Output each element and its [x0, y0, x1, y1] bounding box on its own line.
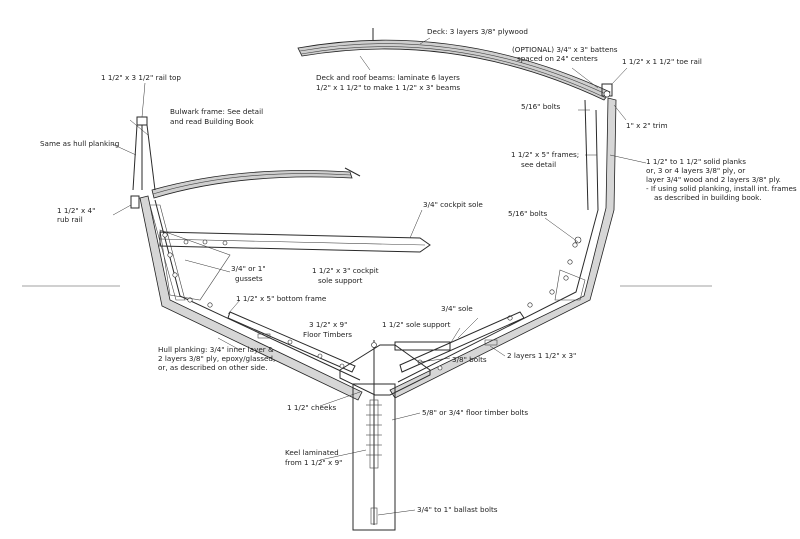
label-floor-timbers-2: Floor Timbers — [303, 330, 352, 339]
label-sole: 3/4" sole — [441, 304, 473, 313]
label-sole-support: 1 1/2" sole support — [382, 320, 451, 329]
rub-rail — [130, 195, 140, 209]
label-toe-rail: 1 1/2" x 1 1/2" toe rail — [622, 57, 702, 66]
label-cockpit-support-1: 1 1/2" x 3" cockpit — [312, 266, 379, 275]
label-gussets-1: 3/4" or 1" — [231, 264, 266, 273]
label-planks-2: or, 3 or 4 layers 3/8" ply, or — [646, 166, 745, 175]
label-rub-rail-1: 1 1/2" x 4" — [57, 206, 95, 215]
label-cockpit-sole: 3/4" cockpit sole — [423, 200, 483, 209]
label-battens-2: spaced on 24" centers — [517, 54, 598, 63]
label-trim: 1" x 2" trim — [626, 121, 668, 130]
bottom-frame-left — [227, 311, 356, 373]
keel — [352, 340, 396, 531]
label-layers: 2 layers 1 1/2" x 3" — [507, 351, 576, 360]
label-bolts-38: 3/8" bolts — [452, 355, 487, 364]
label-keel-2: from 1 1/2" x 9" — [285, 458, 342, 467]
label-planks-3: layer 3/4" wood and 2 layers 3/8" ply. — [646, 175, 781, 184]
frame-left — [149, 204, 213, 308]
label-gussets-2: gussets — [235, 274, 263, 283]
label-hull-planking-2: 2 layers 3/8" ply, epoxy/glassed, — [158, 354, 275, 363]
label-planks-1: 1 1/2" to 1 1/2" solid planks — [646, 157, 746, 166]
label-deck-beams-2: 1/2" x 1 1/2" to make 1 1/2" x 3" beams — [316, 83, 460, 92]
label-floor-bolts: 5/8" or 3/4" floor timber bolts — [422, 408, 528, 417]
label-frames-1: 1 1/2" x 5" frames; — [511, 150, 579, 159]
toe-rail — [601, 83, 613, 98]
label-keel-1: Keel laminated — [285, 448, 339, 457]
main-deck — [297, 28, 611, 101]
label-same-as-hull: Same as hull planking — [40, 139, 119, 148]
label-bulwark-1: Bulwark frame: See detail — [170, 107, 263, 116]
cockpit-deck — [151, 167, 361, 199]
floor-timber — [339, 344, 431, 396]
frame-right — [507, 236, 586, 321]
leader-lines — [111, 37, 647, 516]
label-rail-top: 1 1/2" x 3 1/2" rail top — [101, 73, 181, 82]
label-frames-2: see detail — [521, 160, 556, 169]
label-hull-planking-1: Hull planking: 3/4" inner layer & — [158, 345, 274, 354]
label-rub-rail-2: rub rail — [57, 215, 83, 224]
label-hull-planking-3: or, as described on other side. — [158, 363, 268, 372]
label-cockpit-support-2: sole support — [318, 276, 363, 285]
label-deck: Deck: 3 layers 3/8" plywood — [427, 27, 528, 36]
label-cheeks: 1 1/2" cheeks — [287, 403, 337, 412]
label-floor-timbers-1: 3 1/2" x 9" — [309, 320, 347, 329]
annotations: Deck: 3 layers 3/8" plywood (OPTIONAL) 3… — [40, 27, 797, 514]
cockpit-sole — [159, 231, 431, 253]
sole-support — [394, 341, 451, 351]
label-bulwark-2: and read Building Book — [170, 117, 254, 126]
label-ballast-bolts: 3/4" to 1" ballast bolts — [417, 505, 498, 514]
label-planks-4: - If using solid planking, install int. … — [646, 184, 797, 193]
label-bolts-upper: 5/16" bolts — [521, 102, 561, 111]
bulwark — [132, 116, 156, 191]
label-bottom-frame: 1 1/2" x 5" bottom frame — [236, 294, 327, 303]
label-battens-1: (OPTIONAL) 3/4" x 3" battens — [512, 45, 618, 54]
label-bolts-mid: 5/16" bolts — [508, 209, 548, 218]
label-planks-5: as described in building book. — [654, 193, 762, 202]
label-deck-beams-1: Deck and roof beams: laminate 6 layers — [316, 73, 460, 82]
